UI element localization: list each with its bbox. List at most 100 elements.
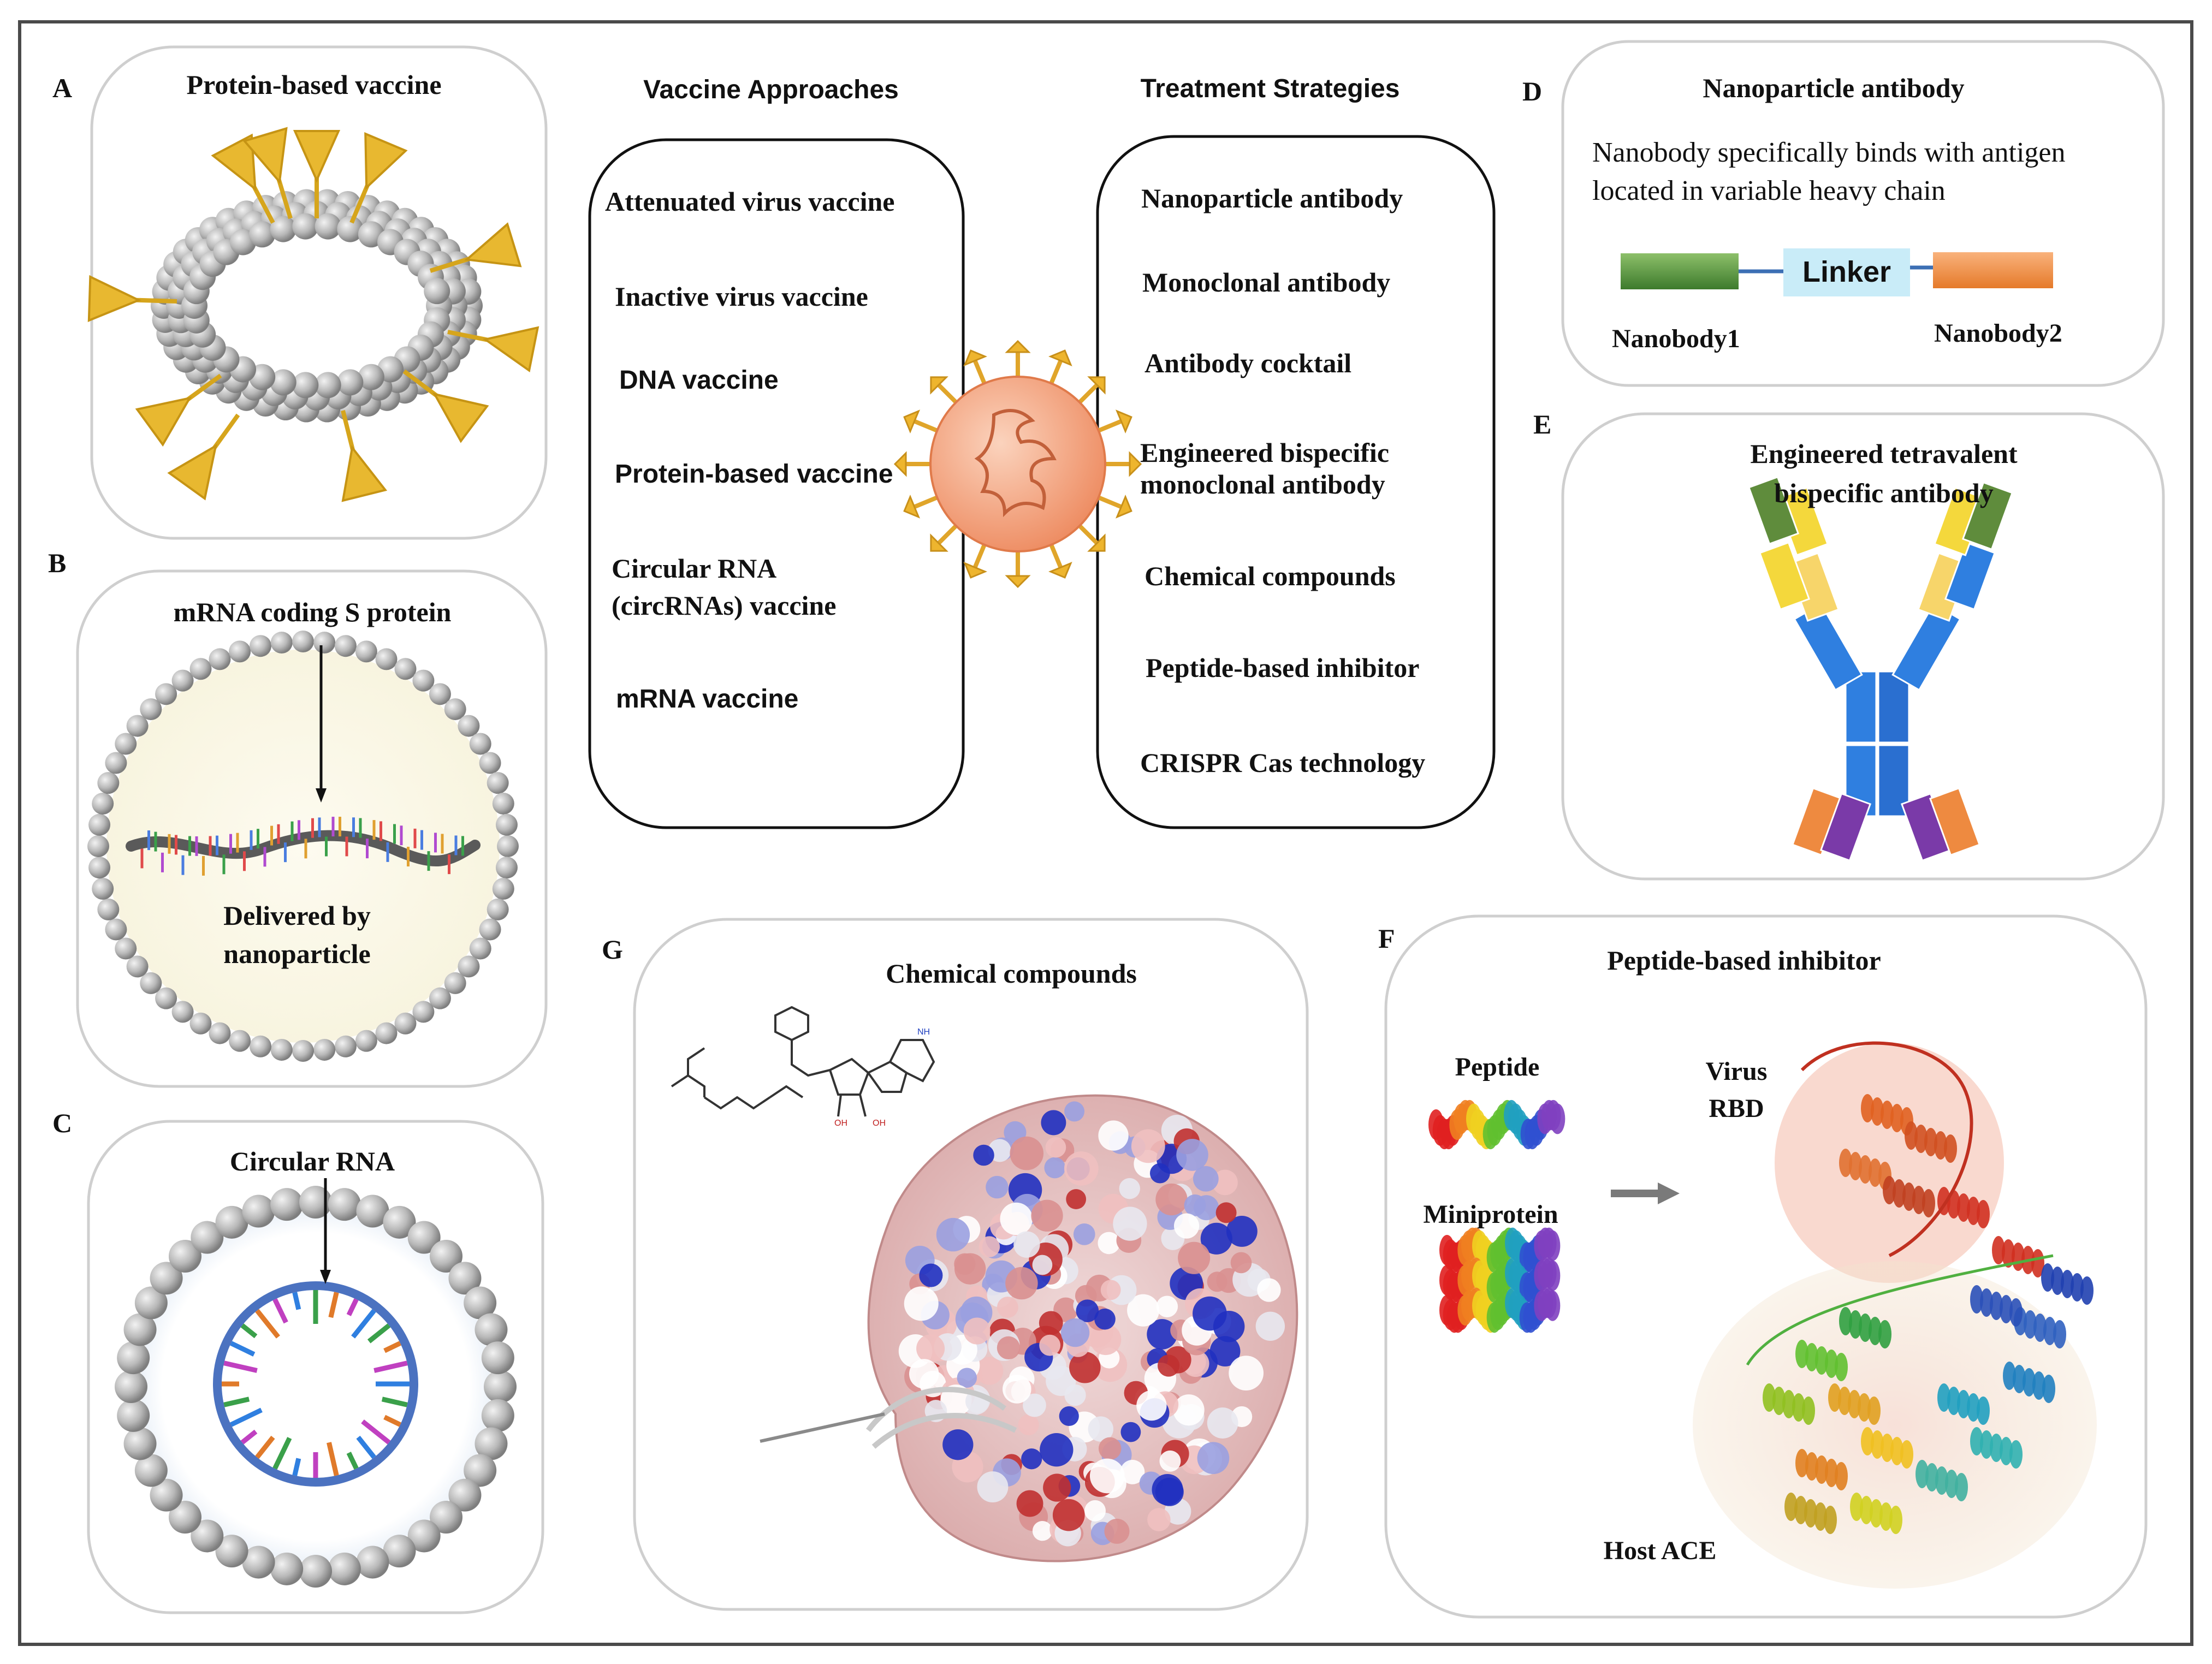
panel-d-box [1561, 40, 2165, 387]
helix-ribbon [1889, 1506, 1902, 1534]
helix-ribbon [1859, 1155, 1872, 1184]
vaccine-item-4-label: Protein-based vaccine [615, 460, 893, 489]
helix-ribbon [2080, 1276, 2094, 1305]
lipid-sphere [444, 698, 466, 721]
panel-a-title: Protein-based vaccine [186, 69, 441, 100]
helix-ribbon [1947, 1387, 1960, 1415]
surface-atom [986, 1175, 1009, 1199]
lipid-sphere [430, 1501, 463, 1534]
surface-atom [1149, 1163, 1170, 1184]
circrna-base [292, 1292, 301, 1310]
lipid-sphere [430, 1239, 463, 1273]
lipid-sphere [487, 772, 509, 794]
lipid-sphere [444, 972, 466, 994]
lipid-sphere [448, 1262, 482, 1295]
panel-e-title-line1: Engineered tetravalent [1750, 438, 2018, 469]
helix-ribbon [1967, 1197, 1980, 1225]
lipid-sphere [189, 658, 212, 680]
surface-atom [1173, 1213, 1200, 1239]
lipid-sphere [464, 1454, 497, 1487]
lipid-sphere [126, 955, 149, 978]
helix-ribbon [1794, 1496, 1807, 1524]
lipid-sphere [313, 632, 336, 654]
surface-atom [1229, 1356, 1264, 1390]
surface-atom [942, 1429, 974, 1460]
virus-spike-head [1048, 349, 1072, 367]
lipid-sphere [270, 1552, 304, 1585]
surface-atom [919, 1263, 943, 1287]
virus-spike-head [963, 561, 987, 579]
lipid-sphere [115, 733, 137, 755]
surface-atom [1193, 1296, 1227, 1331]
helix-ribbon [1795, 1449, 1808, 1477]
virus-spike-head [1087, 533, 1106, 552]
lipid-sphere [412, 669, 435, 692]
surface-atom [1113, 1207, 1147, 1241]
vaccine-item-7: mRNA vaccine [616, 685, 798, 714]
helix-ribbon [1955, 1473, 1968, 1501]
surface-atom [1084, 1500, 1106, 1522]
surface-atom [1178, 1241, 1211, 1274]
vaccine-item-3: DNA vaccine [619, 366, 779, 395]
nanoparticle-sphere [292, 372, 319, 399]
panel-b-note-line1: Delivered by [223, 900, 371, 931]
spike-protein [87, 275, 141, 322]
helix-ribbon [2042, 1375, 2055, 1403]
helix-ribbon [2003, 1362, 2016, 1390]
surface-atom [1090, 1324, 1122, 1356]
helix-ribbon [1849, 1310, 1862, 1339]
surface-atom [1136, 1390, 1167, 1421]
surface-atom [977, 1471, 1009, 1503]
surface-atom [954, 1253, 986, 1285]
lipid-sphere [123, 1427, 157, 1460]
virus-body [929, 376, 1106, 552]
surface-atom [975, 1357, 1004, 1385]
lipid-sphere [481, 1341, 514, 1375]
treatment-item-8: CRISPR Cas technology [1140, 747, 1425, 778]
helix-ribbon [2061, 1270, 2074, 1298]
spike-protein [364, 132, 408, 191]
helix-ribbon [1860, 1496, 1873, 1524]
surface-atom [1023, 1393, 1046, 1417]
miniprotein-turn [1545, 1290, 1561, 1321]
miniprotein-turn [1545, 1230, 1561, 1261]
linker-box [1783, 248, 1910, 296]
panel-c-title: Circular RNA [230, 1146, 395, 1176]
lipid-sphere [134, 1454, 168, 1487]
surface-atom [1098, 1232, 1120, 1255]
lipid-sphere [88, 813, 111, 836]
circrna-base [272, 1437, 292, 1470]
panel-e-title-line2: bispecific antibody [1774, 478, 1993, 508]
virus-spike-head [903, 409, 921, 433]
treatment-item-7: Peptide-based inhibitor [1146, 652, 1419, 683]
lipid-sphere [117, 1341, 150, 1375]
helix-ribbon [1869, 1317, 1882, 1345]
lipid-sphere [292, 1040, 314, 1062]
helix-ribbon [1925, 1463, 1938, 1491]
lipid-sphere [429, 987, 451, 1009]
nanoparticle-hole [235, 255, 399, 356]
surface-atom [1127, 1294, 1160, 1327]
surface-atom [1043, 1473, 1071, 1502]
surface-atom [1098, 1120, 1129, 1151]
loop-ribbon [1746, 1254, 2054, 1366]
surface-atom [1193, 1166, 1219, 1192]
arm-block [1944, 541, 1996, 611]
helix-ribbon [1805, 1452, 1818, 1481]
surface-atom [1066, 1189, 1087, 1209]
circrna-base [240, 1323, 258, 1339]
virus-spike-head [1115, 495, 1132, 519]
helix-ribbon [1977, 1396, 1990, 1425]
nanoparticle-sphere [292, 213, 319, 240]
helix-ribbon [1772, 1387, 1786, 1415]
panel-letter-e: E [1533, 409, 1551, 439]
rbd-label: RBD [1709, 1094, 1764, 1123]
helix-ribbon [1992, 1236, 2005, 1264]
surface-atom [1064, 1101, 1085, 1122]
lipid-sphere [334, 1035, 357, 1057]
spike-protein [242, 127, 288, 185]
circular-rna-drawing [115, 1178, 517, 1588]
circrna-base [327, 1442, 339, 1476]
vaccine-approaches-heading: Vaccine Approaches [643, 75, 899, 104]
